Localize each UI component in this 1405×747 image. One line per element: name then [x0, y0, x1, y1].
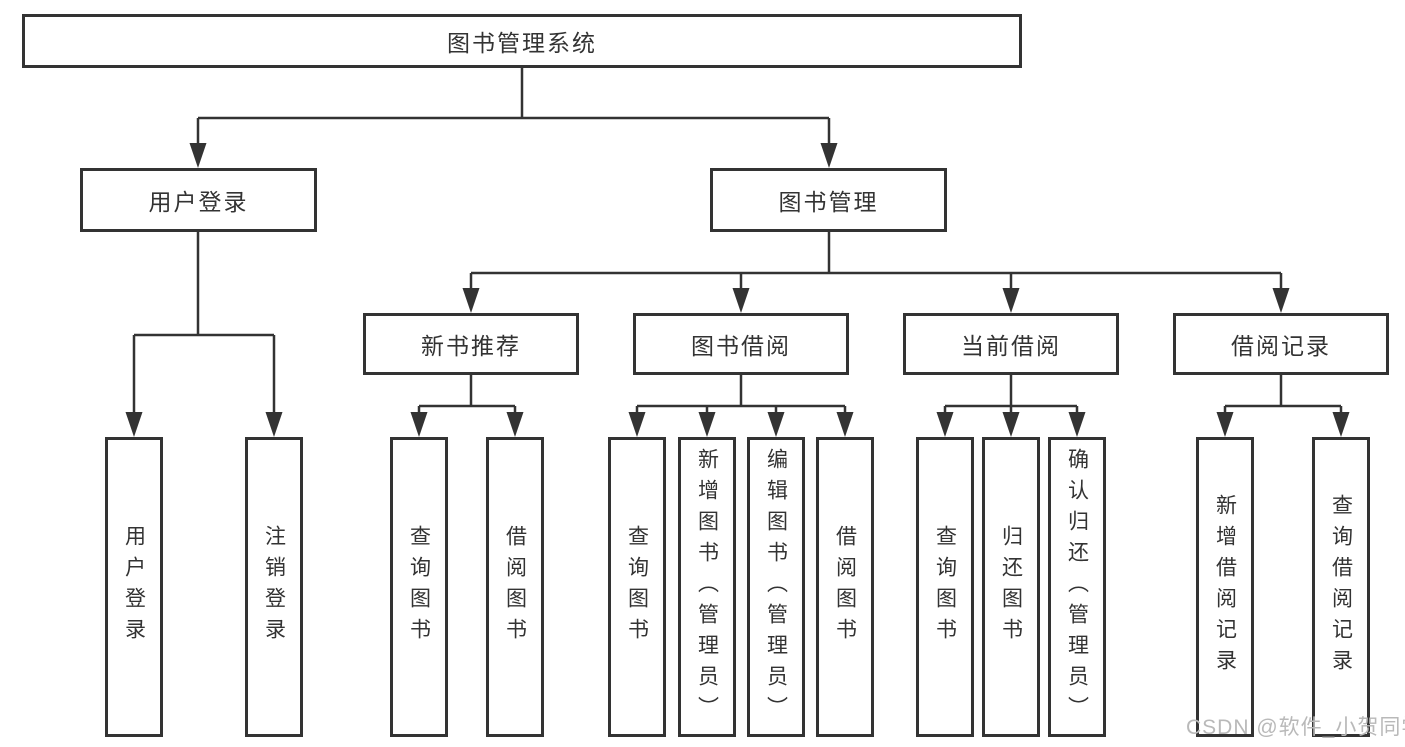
leaf-logout-label: 注销登录 — [262, 525, 286, 649]
leaf-bb-query-books: 查询图书 — [608, 437, 666, 737]
leaf-br-query-record-label: 查询借阅记录 — [1329, 494, 1353, 680]
leaf-user-login-label: 用户登录 — [122, 525, 146, 649]
node-book-mgmt-label: 图书管理 — [778, 189, 879, 215]
leaf-nb-borrow-books: 借阅图书 — [486, 437, 544, 737]
node-current-borrowing-label: 当前借阅 — [961, 333, 1061, 359]
leaf-nb-borrow-books-label: 借阅图书 — [503, 525, 527, 649]
leaf-cb-query-books: 查询图书 — [916, 437, 974, 737]
leaf-br-add-record-label: 新增借阅记录 — [1213, 494, 1237, 680]
leaf-cb-return-books: 归还图书 — [982, 437, 1040, 737]
leaf-br-query-record: 查询借阅记录 — [1312, 437, 1370, 737]
leaf-cb-confirm-return-admin: 确认归还（管理员） — [1048, 437, 1106, 737]
node-new-book-recommend: 新书推荐 — [363, 313, 579, 375]
node-book-mgmt: 图书管理 — [710, 168, 947, 232]
node-user-login: 用户登录 — [80, 168, 317, 232]
leaf-logout: 注销登录 — [245, 437, 303, 737]
node-book-borrowing: 图书借阅 — [633, 313, 849, 375]
arrowheads — [125, 143, 1350, 437]
leaf-bb-borrow-books-label: 借阅图书 — [833, 525, 857, 649]
leaf-bb-add-books-admin-label: 新增图书（管理员） — [695, 447, 719, 727]
node-root-label: 图书管理系统 — [447, 30, 597, 56]
leaf-cb-return-books-label: 归还图书 — [999, 525, 1023, 649]
leaf-nb-query-books: 查询图书 — [390, 437, 448, 737]
leaf-cb-confirm-return-admin-label: 确认归还（管理员） — [1065, 447, 1089, 727]
node-user-login-label: 用户登录 — [148, 189, 249, 215]
leaf-bb-edit-books-admin: 编辑图书（管理员） — [747, 437, 805, 737]
leaf-bb-add-books-admin: 新增图书（管理员） — [678, 437, 736, 737]
leaf-bb-edit-books-admin-label: 编辑图书（管理员） — [764, 447, 788, 727]
node-borrowing-records-label: 借阅记录 — [1231, 333, 1331, 359]
node-borrowing-records: 借阅记录 — [1173, 313, 1389, 375]
node-current-borrowing: 当前借阅 — [903, 313, 1119, 375]
leaf-nb-query-books-label: 查询图书 — [407, 525, 431, 649]
node-book-borrowing-label: 图书借阅 — [691, 333, 791, 359]
node-new-book-recommend-label: 新书推荐 — [421, 333, 521, 359]
leaf-cb-query-books-label: 查询图书 — [933, 525, 957, 649]
leaf-bb-query-books-label: 查询图书 — [625, 525, 649, 649]
csdn-watermark: CSDN @软件_小贺同学 — [1186, 716, 1405, 739]
leaf-bb-borrow-books: 借阅图书 — [816, 437, 874, 737]
leaf-user-login: 用户登录 — [105, 437, 163, 737]
leaf-br-add-record: 新增借阅记录 — [1196, 437, 1254, 737]
node-root: 图书管理系统 — [22, 14, 1022, 68]
